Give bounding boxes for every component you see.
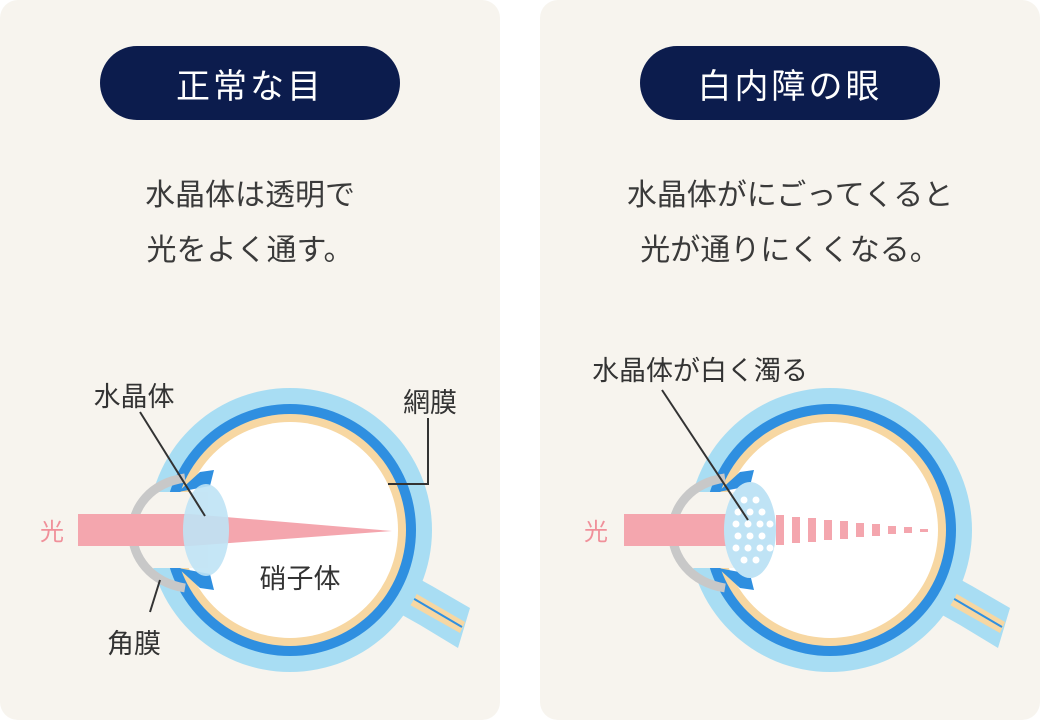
normal-eye-description: 水晶体は透明で 光をよく通す。 (0, 168, 500, 278)
cloudy-lens (724, 482, 776, 578)
label-light: 光 (584, 518, 608, 546)
normal-desc-line2: 光をよく通す。 (146, 233, 354, 268)
normal-desc-line1: 水晶体は透明で (145, 178, 355, 213)
cataract-desc-line2: 光が通りにくくなる。 (640, 233, 940, 268)
retina-leader-line (388, 418, 429, 485)
label-light: 光 (40, 518, 64, 546)
cataract-desc-line1: 水晶体がにごってくると (626, 178, 954, 213)
normal-eye-title: 正常な目 (100, 46, 400, 120)
label-lens: 水晶体 (94, 382, 175, 413)
cornea-leader-line (149, 579, 161, 613)
scattered-light (776, 515, 928, 545)
cataract-eye-diagram: 水晶体が白く濁る 光 (584, 356, 1010, 672)
focused-light (190, 514, 392, 546)
lens-opacity-dots (732, 496, 774, 564)
light-beam (78, 514, 190, 546)
light-beam (624, 514, 730, 546)
label-cornea: 角膜 (107, 629, 161, 660)
panel-cataract-eye: 白内障の眼 水晶体がにごってくると 光が通りにくくなる。 (540, 0, 1040, 720)
normal-eye-diagram: 水晶体 網膜 光 硝子体 角膜 (40, 382, 470, 672)
label-cloudy-lens: 水晶体が白く濁る (592, 356, 808, 387)
cataract-eye-description: 水晶体がにごってくると 光が通りにくくなる。 (540, 168, 1040, 278)
lens (183, 484, 229, 576)
label-vitreous: 硝子体 (260, 564, 341, 595)
cloudy-lens-leader-line (661, 389, 749, 521)
label-retina: 網膜 (403, 388, 457, 419)
panel-normal-eye: 正常な目 水晶体は透明で 光をよく通す。 水晶体 網膜 (0, 0, 500, 720)
cataract-eye-title: 白内障の眼 (640, 46, 940, 120)
lens-leader-line (139, 411, 206, 517)
